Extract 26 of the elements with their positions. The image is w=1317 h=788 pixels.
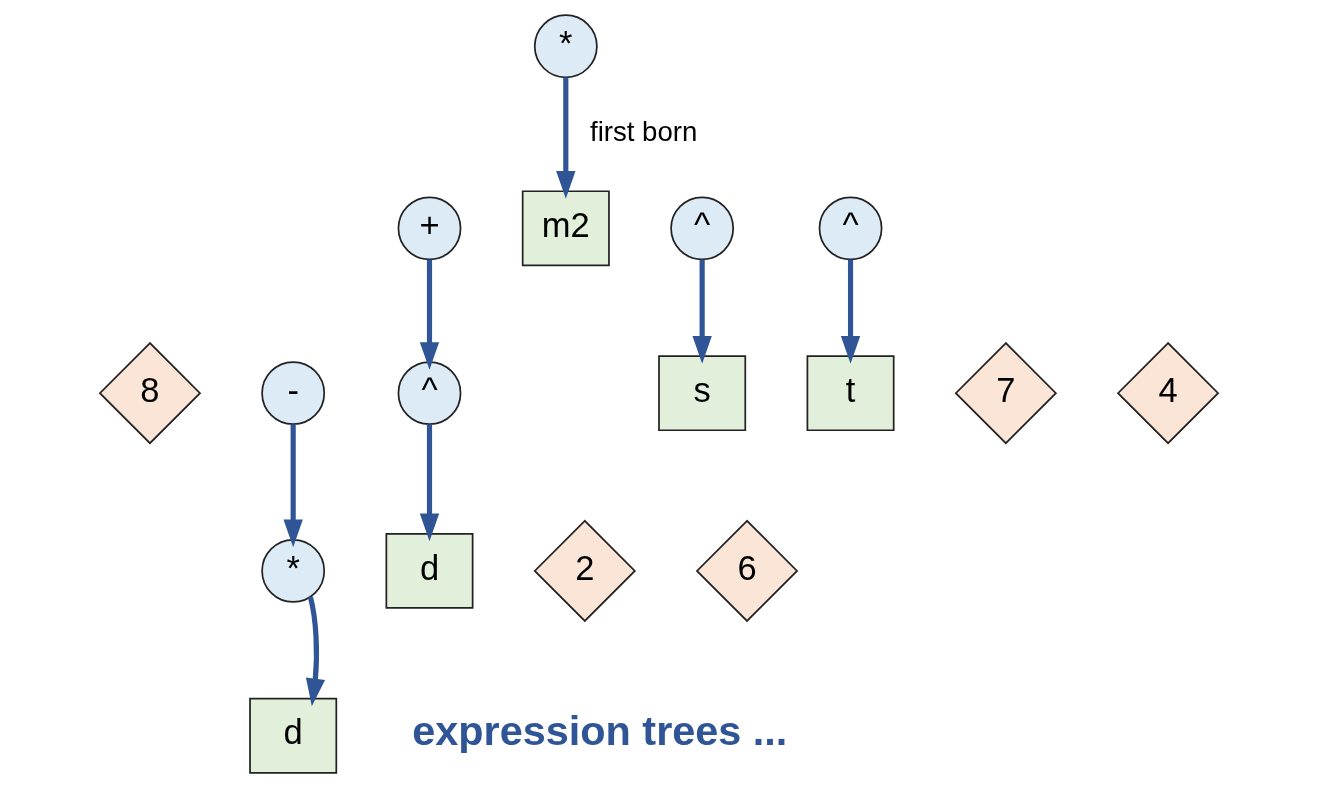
node-box: t [806, 355, 895, 432]
edge-label: first born [589, 115, 697, 147]
node-diamond: 6 [695, 519, 798, 623]
node-box: s [657, 355, 746, 432]
node-circle: ^ [818, 196, 882, 261]
arrow [419, 424, 439, 542]
arrow [555, 77, 575, 199]
arrow [282, 424, 303, 548]
arrow [419, 259, 439, 370]
label: expression trees ... [411, 707, 787, 754]
node-circle: * [260, 538, 325, 603]
node-diamond: 4 [1116, 341, 1219, 445]
node-diamond: 8 [98, 341, 201, 445]
arrow [691, 259, 712, 364]
node-diamond: 7 [954, 341, 1057, 445]
node-circle: * [533, 14, 598, 79]
node-box: d [385, 532, 473, 609]
node-box: d [248, 697, 337, 774]
node-circle: ^ [397, 361, 461, 426]
node-diamond: 2 [533, 519, 636, 623]
arrow [305, 596, 325, 707]
arrow [840, 259, 860, 364]
node-box: m2 [521, 190, 610, 267]
node-circle: - [260, 361, 325, 426]
node-circle: ^ [669, 196, 734, 261]
node-circle: + [397, 196, 461, 261]
